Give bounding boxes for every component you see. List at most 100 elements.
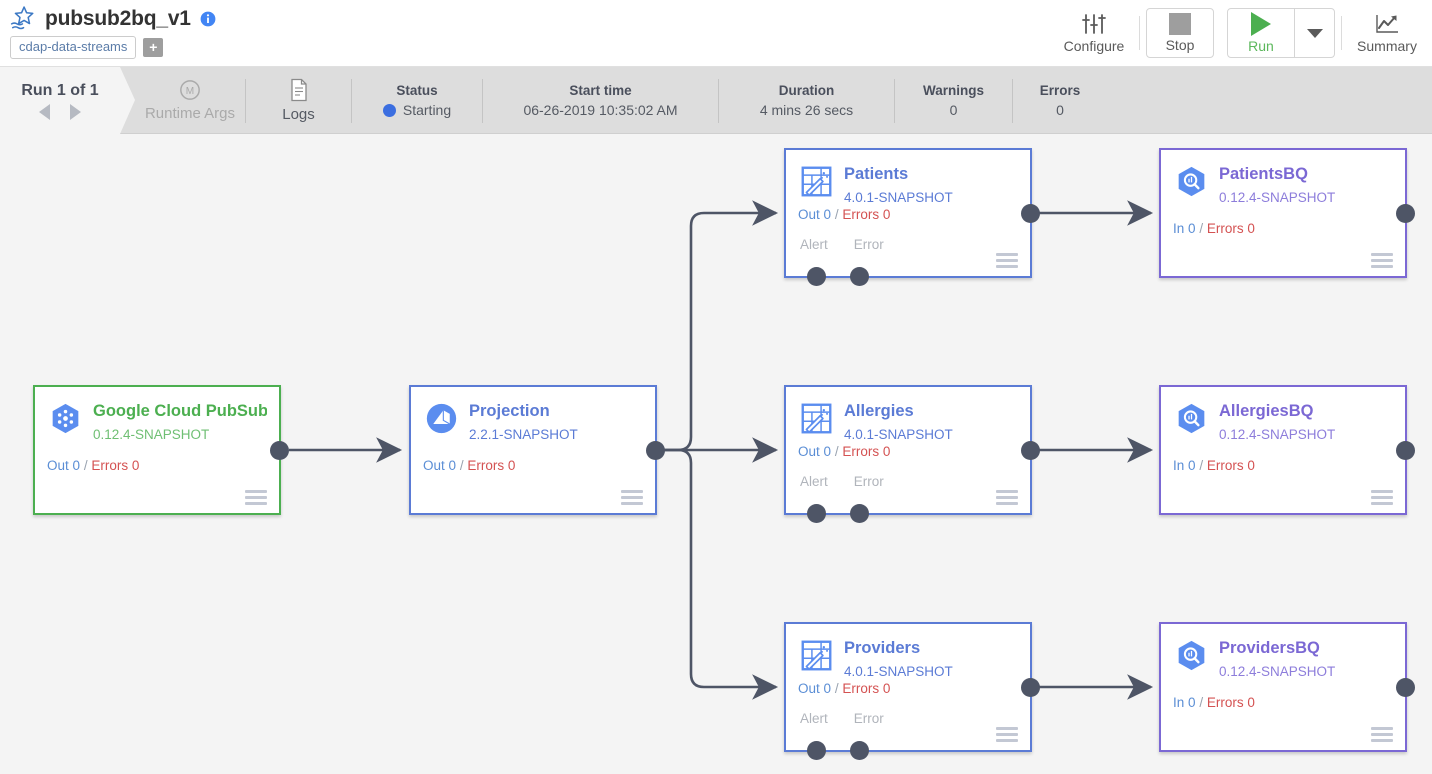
google-bigquery-icon: [1178, 403, 1205, 434]
run-dropdown-button[interactable]: [1294, 8, 1334, 58]
alert-port[interactable]: [807, 741, 826, 760]
pipeline-node-providersbq[interactable]: ProvidersBQ 0.12.4-SNAPSHOT In 0 / Error…: [1159, 622, 1415, 752]
hamburger-menu-icon[interactable]: [621, 490, 643, 505]
hamburger-menu-icon[interactable]: [996, 727, 1018, 742]
node-metric-errors-label: Errors: [467, 458, 505, 473]
run-stat-list: M Runtime Args Logs Status Startin: [135, 67, 1107, 134]
logs-button[interactable]: Logs: [246, 67, 351, 134]
node-metric-errors-label: Errors: [91, 458, 129, 473]
add-tag-button[interactable]: +: [143, 38, 164, 57]
node-title: Allergies: [844, 402, 914, 420]
node-metric-out-value: 0: [823, 444, 832, 459]
node-metric-errors-value: 0: [507, 458, 516, 473]
start-time-cell: Start time 06-26-2019 10:35:02 AM: [483, 67, 718, 134]
pipeline-node-patientsbq[interactable]: PatientsBQ 0.12.4-SNAPSHOT In 0 / Errors…: [1159, 148, 1415, 278]
caret-right-icon[interactable]: [70, 103, 81, 120]
node-metric-errors-label: Errors: [842, 681, 880, 696]
hamburger-menu-icon[interactable]: [1371, 253, 1393, 268]
output-port[interactable]: [1021, 441, 1040, 460]
logs-label: Logs: [282, 106, 315, 123]
node-port-labels: Alert Error: [800, 237, 884, 252]
output-port[interactable]: [1021, 678, 1040, 697]
hamburger-menu-icon[interactable]: [1371, 490, 1393, 505]
status-cell: Status Starting: [352, 67, 482, 134]
node-title: Google Cloud PubSub: [93, 402, 267, 420]
run-button-group: Run: [1227, 8, 1335, 58]
error-port-label[interactable]: Error: [853, 711, 884, 726]
node-metric-out-value: 0: [823, 207, 832, 222]
node-metrics: In 0 / Errors 0: [1173, 221, 1255, 236]
alert-port[interactable]: [807, 504, 826, 523]
node-metrics: Out 0 / Errors 0: [798, 444, 891, 459]
node-metric-in-value: 0: [1188, 221, 1196, 236]
errors-header: Errors: [1039, 83, 1081, 98]
alert-port-label[interactable]: Alert: [800, 237, 828, 252]
alert-port-label[interactable]: Alert: [800, 474, 828, 489]
pipeline-node-projection[interactable]: Projection 2.2.1-SNAPSHOT Out 0 / Errors…: [409, 385, 665, 515]
pipeline-node-pubsub[interactable]: Google Cloud PubSub 0.12.4-SNAPSHOT Out …: [33, 385, 289, 515]
node-title: Projection: [469, 402, 550, 420]
stat-divider-2: [351, 78, 352, 123]
caret-left-icon[interactable]: [39, 103, 50, 120]
node-metric-errors-value: 0: [882, 681, 891, 696]
pipeline-tag[interactable]: cdap-data-streams: [10, 36, 137, 59]
node-metrics: In 0 / Errors 0: [1173, 458, 1255, 473]
node-metric-out-label: Out: [798, 444, 820, 459]
node-version: 4.0.1-SNAPSHOT: [844, 664, 953, 679]
run-status-bar: Run 1 of 1 M Runtime Args: [0, 67, 1432, 134]
node-metric-out-value: 0: [823, 681, 832, 696]
duration-cell: Duration 4 mins 26 secs: [719, 67, 894, 134]
stop-button[interactable]: Stop: [1146, 8, 1214, 58]
output-port[interactable]: [646, 441, 665, 460]
runtime-args-button[interactable]: M Runtime Args: [135, 67, 245, 134]
node-metric-in-value: 0: [1188, 695, 1196, 710]
node-metric-errors-label: Errors: [1206, 695, 1244, 710]
hamburger-menu-icon[interactable]: [1371, 727, 1393, 742]
pipeline-canvas[interactable]: Google Cloud PubSub 0.12.4-SNAPSHOT Out …: [0, 135, 1432, 774]
node-metric-out-label: Out: [423, 458, 445, 473]
error-port[interactable]: [850, 267, 869, 286]
run-button[interactable]: Run: [1228, 8, 1294, 58]
error-port-label[interactable]: Error: [853, 237, 884, 252]
output-port[interactable]: [270, 441, 289, 460]
node-metric-errors-value: 0: [131, 458, 140, 473]
pipeline-node-allergies[interactable]: Allergies 4.0.1-SNAPSHOT Out 0 / Errors …: [784, 385, 1040, 523]
error-port[interactable]: [850, 504, 869, 523]
output-port[interactable]: [1021, 204, 1040, 223]
node-metric-in-label: In: [1173, 221, 1185, 236]
top-bar: pubsub2bq_v1 cdap-data-streams + Conf: [0, 0, 1432, 67]
hamburger-menu-icon[interactable]: [245, 490, 267, 505]
node-metrics: Out 0 / Errors 0: [47, 458, 140, 473]
pipeline-node-providers[interactable]: Providers 4.0.1-SNAPSHOT Out 0 / Errors …: [784, 622, 1040, 760]
output-port[interactable]: [1396, 204, 1415, 223]
alert-port-label[interactable]: Alert: [800, 711, 828, 726]
pipeline-node-patients[interactable]: Patients 4.0.1-SNAPSHOT Out 0 / Errors 0…: [784, 148, 1040, 286]
alert-port[interactable]: [807, 267, 826, 286]
node-metric-out-label: Out: [47, 458, 69, 473]
output-port[interactable]: [1396, 441, 1415, 460]
pipeline-title-row: pubsub2bq_v1: [10, 6, 216, 32]
output-port[interactable]: [1396, 678, 1415, 697]
node-metric-errors-value: 0: [882, 207, 891, 222]
stat-divider-3: [482, 78, 483, 123]
node-metric-in-label: In: [1173, 695, 1185, 710]
error-port-label[interactable]: Error: [853, 474, 884, 489]
runtime-args-label: Runtime Args: [144, 105, 236, 122]
configure-button[interactable]: Configure: [1055, 8, 1133, 58]
status-value: Starting: [402, 102, 452, 118]
node-metric-in-value: 0: [1188, 458, 1196, 473]
duration-header: Duration: [778, 83, 835, 98]
node-version: 0.12.4-SNAPSHOT: [93, 427, 210, 442]
error-port[interactable]: [850, 741, 869, 760]
node-metric-in-label: In: [1173, 458, 1185, 473]
node-metric-out-label: Out: [798, 207, 820, 222]
summary-button[interactable]: Summary: [1348, 8, 1426, 58]
info-icon[interactable]: [200, 11, 216, 27]
hamburger-menu-icon[interactable]: [996, 253, 1018, 268]
page-title: pubsub2bq_v1: [45, 7, 191, 30]
hamburger-menu-icon[interactable]: [996, 490, 1018, 505]
node-header: Allergies 4.0.1-SNAPSHOT: [786, 387, 1030, 445]
node-metrics: Out 0 / Errors 0: [423, 458, 516, 473]
toolbar: Configure Stop Run: [1055, 0, 1426, 66]
pipeline-node-allergiesbq[interactable]: AllergiesBQ 0.12.4-SNAPSHOT In 0 / Error…: [1159, 385, 1415, 515]
